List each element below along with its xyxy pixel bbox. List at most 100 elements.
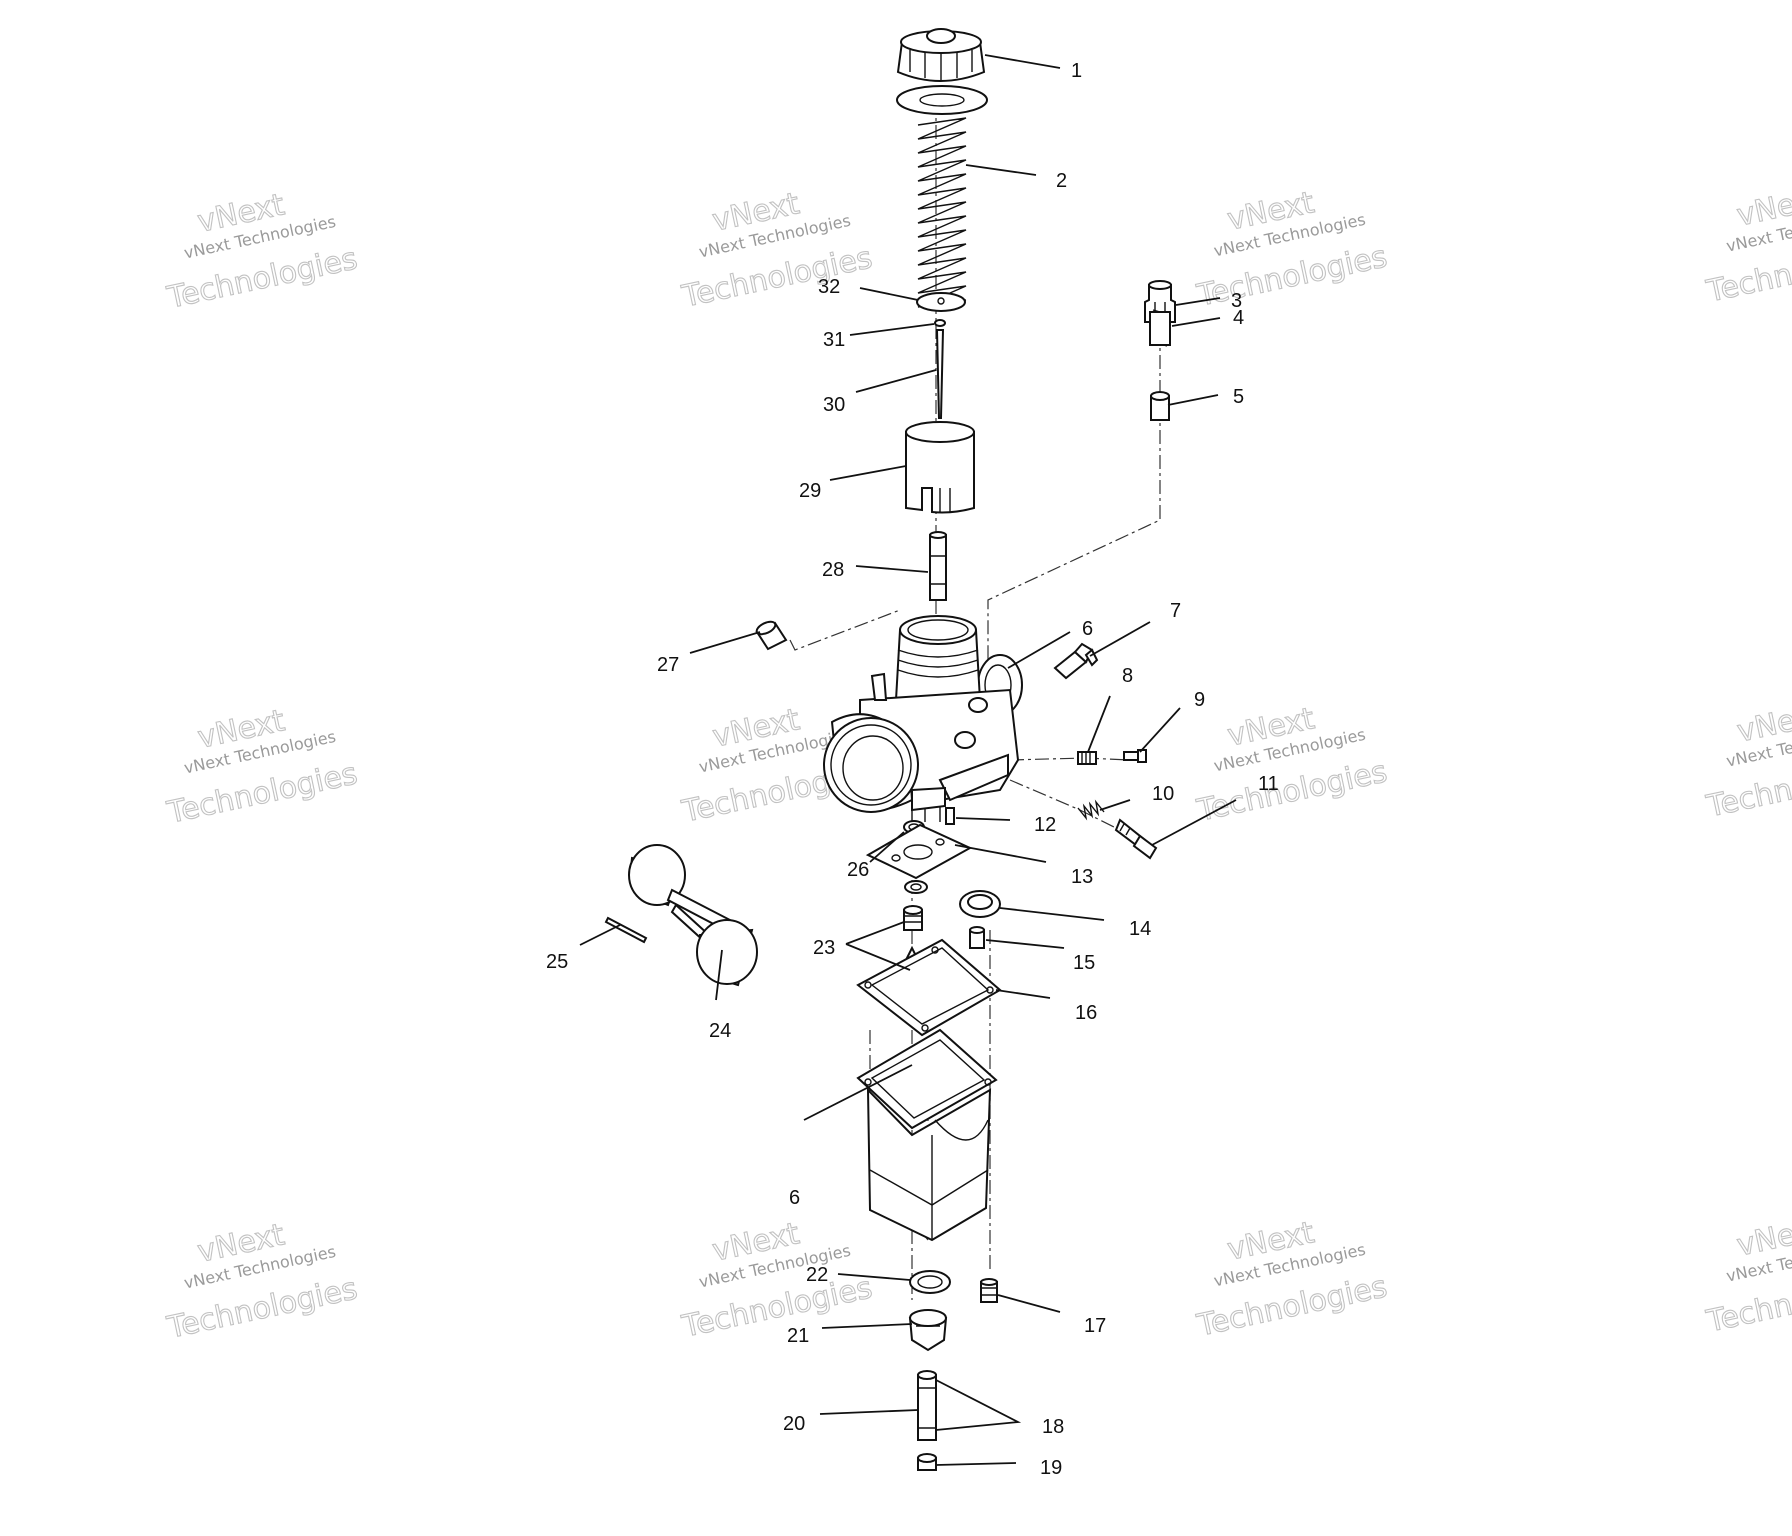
callout-27: 27 [657,654,679,676]
part-2-spring [917,117,967,308]
part-21-plug [908,1309,948,1352]
watermark-group: vNext vNext Technologies Technologies [1193,701,1391,830]
part-7-elbow [1053,642,1099,680]
part-13-plate [865,823,973,880]
part-30-needle [935,329,945,419]
leader-4 [1171,317,1221,327]
part-6-float-bowl [856,1028,998,1242]
callout-29: 29 [799,480,821,502]
part-27-cap [755,620,788,651]
leader-7 [1089,621,1151,657]
callout-16: 16 [1075,1002,1097,1024]
callout-6a: 6 [1082,618,1093,640]
callout-8: 8 [1122,665,1133,687]
callout-21: 21 [787,1325,809,1347]
watermark-group: vNext vNext Technologies Technologies [163,187,361,317]
callout-19: 19 [1040,1457,1062,1479]
callout-28: 28 [822,559,844,581]
leader-5 [1167,394,1219,406]
part-1-cap [896,28,988,115]
leader-26 [869,831,905,863]
callout-18: 18 [1042,1416,1064,1438]
part-5-plunger [1150,391,1170,421]
callout-32: 32 [818,276,840,298]
callout-4: 4 [1233,307,1244,329]
leader-29 [829,465,907,481]
callout-24: 24 [709,1020,731,1042]
leader-23 [845,921,911,971]
part-20-jet-holder [917,1370,937,1441]
part-16-gasket [856,938,1002,1037]
part-32-retainer [916,292,966,312]
watermark-group: vNext vNext Technologies Technologies [1702,696,1792,825]
watermark-group: vNext vNext Technologies Technologies [1193,1215,1391,1345]
leader-1 [984,54,1061,69]
part-17-screw [980,1278,998,1303]
leader-20 [819,1409,919,1415]
callout-25: 25 [546,951,568,973]
callout-17: 17 [1084,1315,1106,1337]
callout-20: 20 [783,1413,805,1435]
leader-17 [997,1294,1061,1313]
part-4-spring [1149,309,1171,347]
axis-pilot-path [987,330,1161,700]
part-12-screw [945,807,955,825]
callout-26: 26 [847,859,869,881]
callout-31: 31 [823,329,845,351]
callout-15: 15 [1073,952,1095,974]
part-23-valve-seat [903,905,923,931]
leader-6a [1007,631,1071,669]
leader-27 [689,631,761,654]
callout-7: 7 [1170,600,1181,622]
part-14-grommet [959,890,1001,918]
part-31-clip [934,319,946,327]
watermark-group: vNext vNext Technologies Technologies [1702,1210,1792,1340]
leader-11 [1151,799,1237,846]
part-24-float [628,844,758,987]
part-11-screw [1114,818,1158,860]
leader-lines [579,54,1237,1466]
watermark-group: vNext vNext Technologies Technologies [1193,185,1391,315]
leader-16 [995,989,1051,999]
leader-3 [1175,297,1221,306]
part-26-o-ring-lower [904,880,928,894]
part-6-carburetor-body [823,615,1023,825]
leader-22 [837,1273,911,1281]
watermark-group: vNext vNext Technologies Technologies [1702,180,1792,310]
part-22-o-ring [909,1270,951,1294]
leader-14 [999,907,1105,921]
leader-6b [803,1064,913,1121]
leader-24 [715,949,723,1001]
callout-10: 10 [1152,783,1174,805]
callout-30: 30 [823,394,845,416]
axis-cap-27 [789,609,901,651]
leader-30 [855,369,937,393]
leader-28 [855,565,929,573]
leader-10 [1099,799,1131,811]
leader-21 [821,1323,913,1329]
callout-12: 12 [1034,814,1056,836]
callout-1: 1 [1071,60,1082,82]
leader-32 [859,287,919,301]
part-9-screw [1123,749,1147,763]
leader-25 [579,924,621,946]
part-29-throttle-slide [905,421,975,514]
callout-14: 14 [1129,918,1151,940]
callout-23: 23 [813,937,835,959]
callout-9: 9 [1194,689,1205,711]
part-10-spring [1077,799,1105,821]
leader-8 [1087,695,1111,753]
watermark-group: vNext vNext Technologies Technologies [163,703,361,832]
watermark-group: vNext vNext Technologies Technologies [163,1217,361,1347]
leader-12 [955,817,1011,821]
leader-15 [985,939,1065,949]
callout-3: 3 [1231,290,1242,312]
part-25-pin [604,916,648,944]
leader-18 [935,1379,1022,1431]
part-15-jet [969,926,985,949]
axis-screw-8-9 [1009,757,1131,761]
callout-5: 5 [1233,386,1244,408]
callout-numbers: 1 2 3 4 5 6 7 8 9 10 11 12 13 14 15 16 1… [546,60,1279,1479]
callout-11: 11 [1258,773,1279,795]
